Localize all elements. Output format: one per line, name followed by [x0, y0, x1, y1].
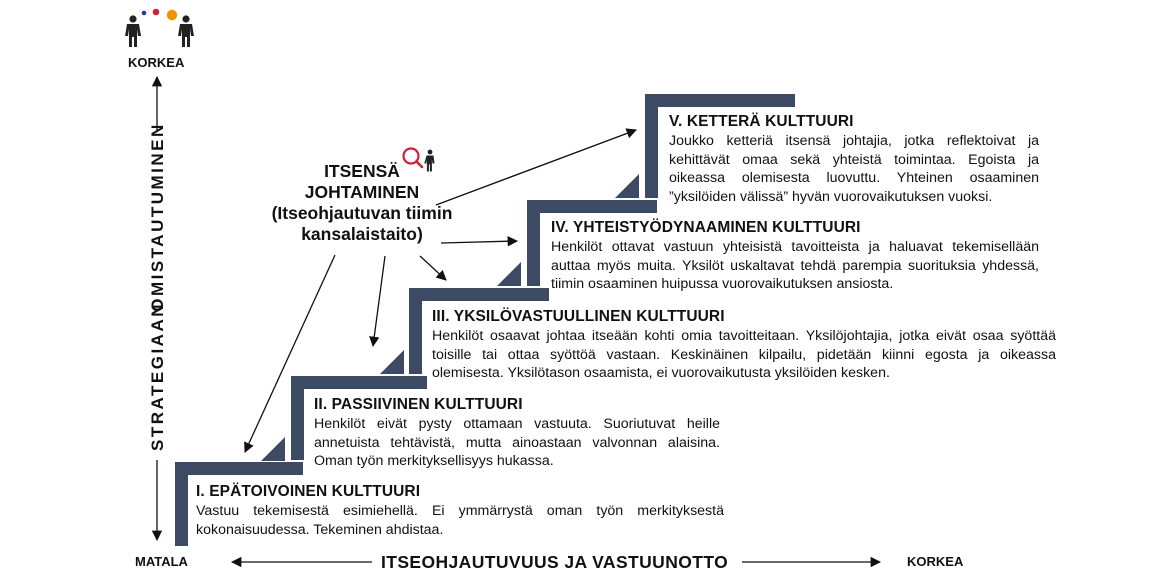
arrow-to-step-2	[369, 255, 386, 348]
arrow-to-step-3	[419, 255, 447, 281]
y-axis-top-label: KORKEA	[128, 55, 185, 70]
arrow-to-step-4	[440, 236, 519, 247]
people-icon	[120, 4, 200, 52]
step-4-title: IV. YHTEISTYÖDYNAAMINEN KULTTUURI	[551, 219, 861, 236]
center-concept: ITSENSÄ JOHTAMINEN (Itseohjautuvan tiimi…	[252, 161, 472, 245]
center-line-3: (Itseohjautuvan tiimin	[271, 203, 453, 223]
step-2-title: II. PASSIIVINEN KULTTUURI	[314, 396, 523, 413]
blue-dot	[141, 10, 147, 16]
center-line-4: kansalaistaito)	[301, 224, 423, 244]
step-4-text: Henkilöt ottavat vastuun yhteisistä tavo…	[551, 239, 1039, 292]
orange-dot	[166, 9, 178, 21]
center-line-2: JOHTAMINEN	[304, 182, 420, 202]
step-2-text: Henkilöt eivät pysty ottamaan vastuuta. …	[314, 416, 720, 469]
step-1-text: Vastuu tekemisestä esimiehellä. Ei ymmär…	[196, 503, 724, 538]
red-dot	[152, 8, 160, 16]
step-5-title: V. KETTERÄ KULTTUURI	[669, 113, 854, 130]
step-3-title: III. YKSILÖVASTUULLINEN KULTTUURI	[432, 308, 725, 325]
step-1-title: I. EPÄTOIVOINEN KULTTUURI	[196, 483, 421, 500]
step-5-text: Joukko ketteriä itsensä johtajia, jotka …	[669, 133, 1039, 205]
center-line-1: ITSENSÄ	[324, 161, 400, 181]
x-axis-right-label: KORKEA	[907, 554, 964, 569]
x-axis-left-label: MATALA	[135, 554, 188, 569]
step-3-text: Henkilöt osaavat johtaa itseään kohti om…	[432, 328, 1056, 381]
arrow-to-step-1	[244, 254, 336, 453]
arrow-to-step-5	[435, 128, 637, 206]
magnifier-person-icon	[401, 146, 439, 174]
x-axis-title: ITSEOHJAUTUVUUS JA VASTUUNOTTO	[381, 552, 729, 572]
